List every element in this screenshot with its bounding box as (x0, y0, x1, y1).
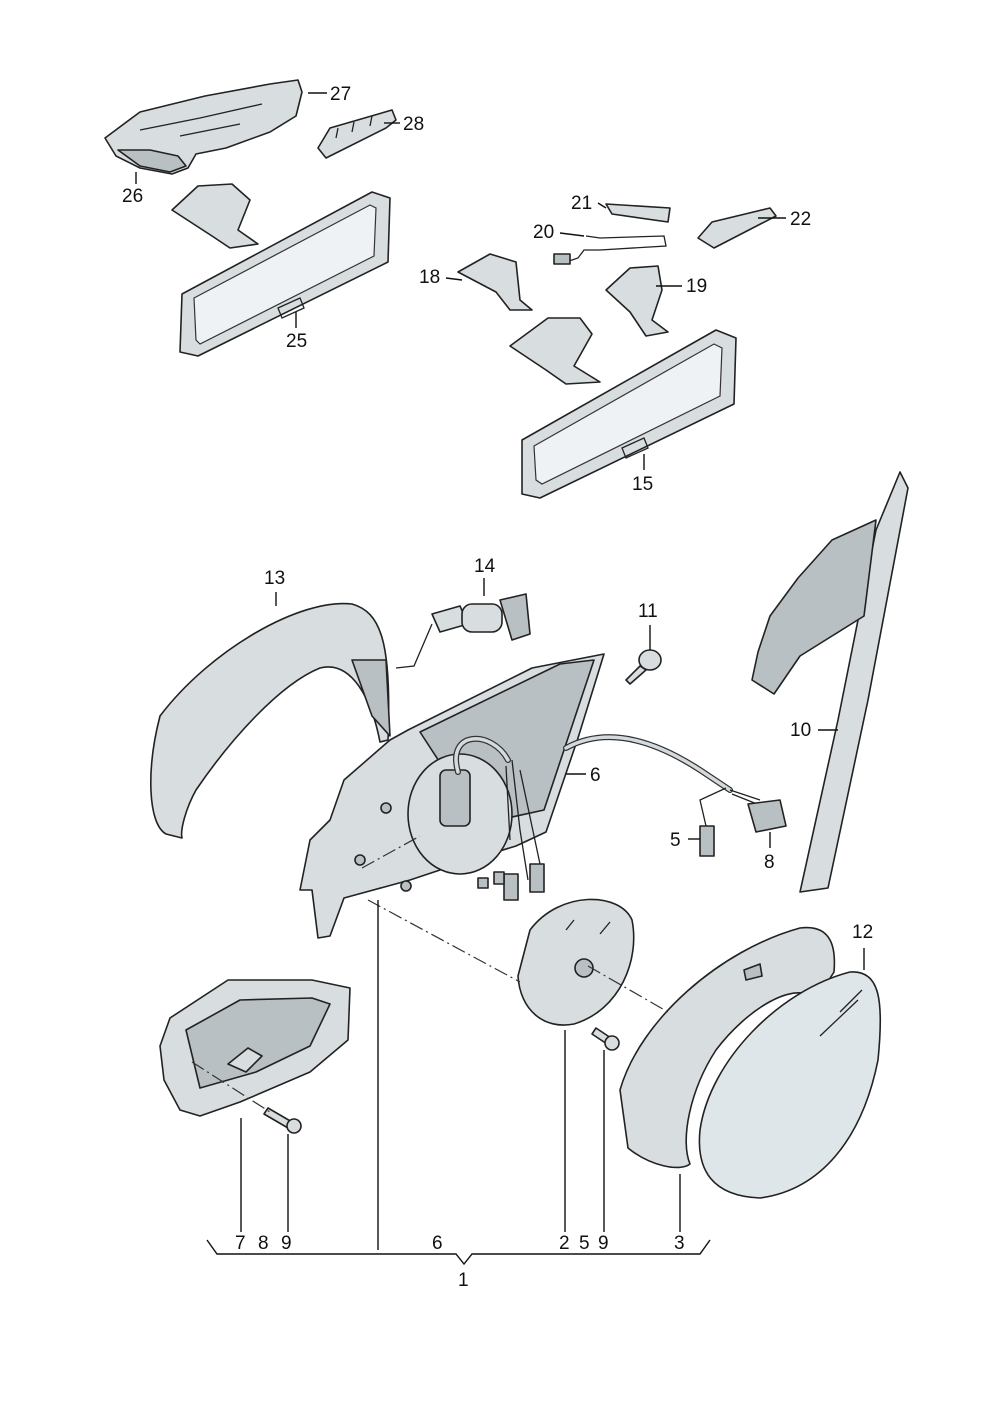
assembly-axis-line-1 (367, 899, 521, 983)
callout-12: 12 (852, 922, 873, 943)
turn-signal-14 (395, 593, 531, 669)
callout-22: 22 (790, 209, 811, 230)
adjustment-motor-2 (517, 898, 635, 1026)
callout-6-top: 6 (590, 765, 601, 786)
callout-19: 19 (686, 276, 707, 297)
cover-18 (457, 253, 533, 311)
callout-bottom-9-right: 9 (598, 1233, 609, 1254)
interior-mirror-25 (171, 183, 391, 357)
trim-clip-22 (697, 207, 777, 249)
cover-19 (605, 265, 669, 337)
interior-mirror-15 (509, 317, 737, 499)
screw-9-right (591, 1027, 620, 1051)
cover-clip-28 (317, 109, 397, 159)
screw-9-left (263, 1107, 302, 1134)
assembly-axis-line-2 (587, 965, 669, 1013)
callout-assembly-1: 1 (458, 1270, 469, 1291)
callout-26: 26 (122, 186, 143, 207)
lower-housing-7 (159, 979, 351, 1117)
leader-lines (135, 92, 865, 1266)
mirror-cover-27 (104, 79, 303, 175)
wire-harness-20 (553, 235, 667, 265)
assembly-axis-line-3 (361, 835, 421, 869)
callout-10: 10 (790, 720, 811, 741)
glass-frame-3 (619, 926, 836, 1169)
housing-cap-13 (150, 602, 391, 839)
callout-bottom-5: 5 (579, 1233, 590, 1254)
callout-bottom-7: 7 (235, 1233, 246, 1254)
mirror-glass-12 (698, 971, 882, 1199)
callout-27: 27 (330, 84, 351, 105)
callout-bottom-6: 6 (432, 1233, 443, 1254)
assembly-axis-line-4 (191, 1061, 271, 1113)
callout-18: 18 (419, 267, 440, 288)
callout-11: 11 (638, 601, 658, 622)
callout-13: 13 (264, 568, 285, 589)
bolt-11 (625, 649, 662, 685)
callout-5-top: 5 (670, 830, 681, 851)
callout-28: 28 (403, 114, 424, 135)
callout-20: 20 (533, 222, 554, 243)
callout-8-top: 8 (764, 852, 775, 873)
assembly-bracket (206, 1239, 711, 1266)
callout-bottom-9-left: 9 (281, 1233, 292, 1254)
mirror-base-6 (299, 653, 605, 939)
trim-strip-10 (751, 471, 909, 893)
callout-bottom-2: 2 (559, 1233, 570, 1254)
callout-14: 14 (474, 556, 496, 577)
cable-harness (563, 734, 787, 857)
callout-15: 15 (632, 474, 653, 495)
callout-21: 21 (571, 193, 592, 214)
callout-25: 25 (286, 331, 307, 352)
trim-21 (605, 203, 671, 223)
callout-bottom-3: 3 (674, 1233, 685, 1254)
callout-bottom-8: 8 (258, 1233, 269, 1254)
